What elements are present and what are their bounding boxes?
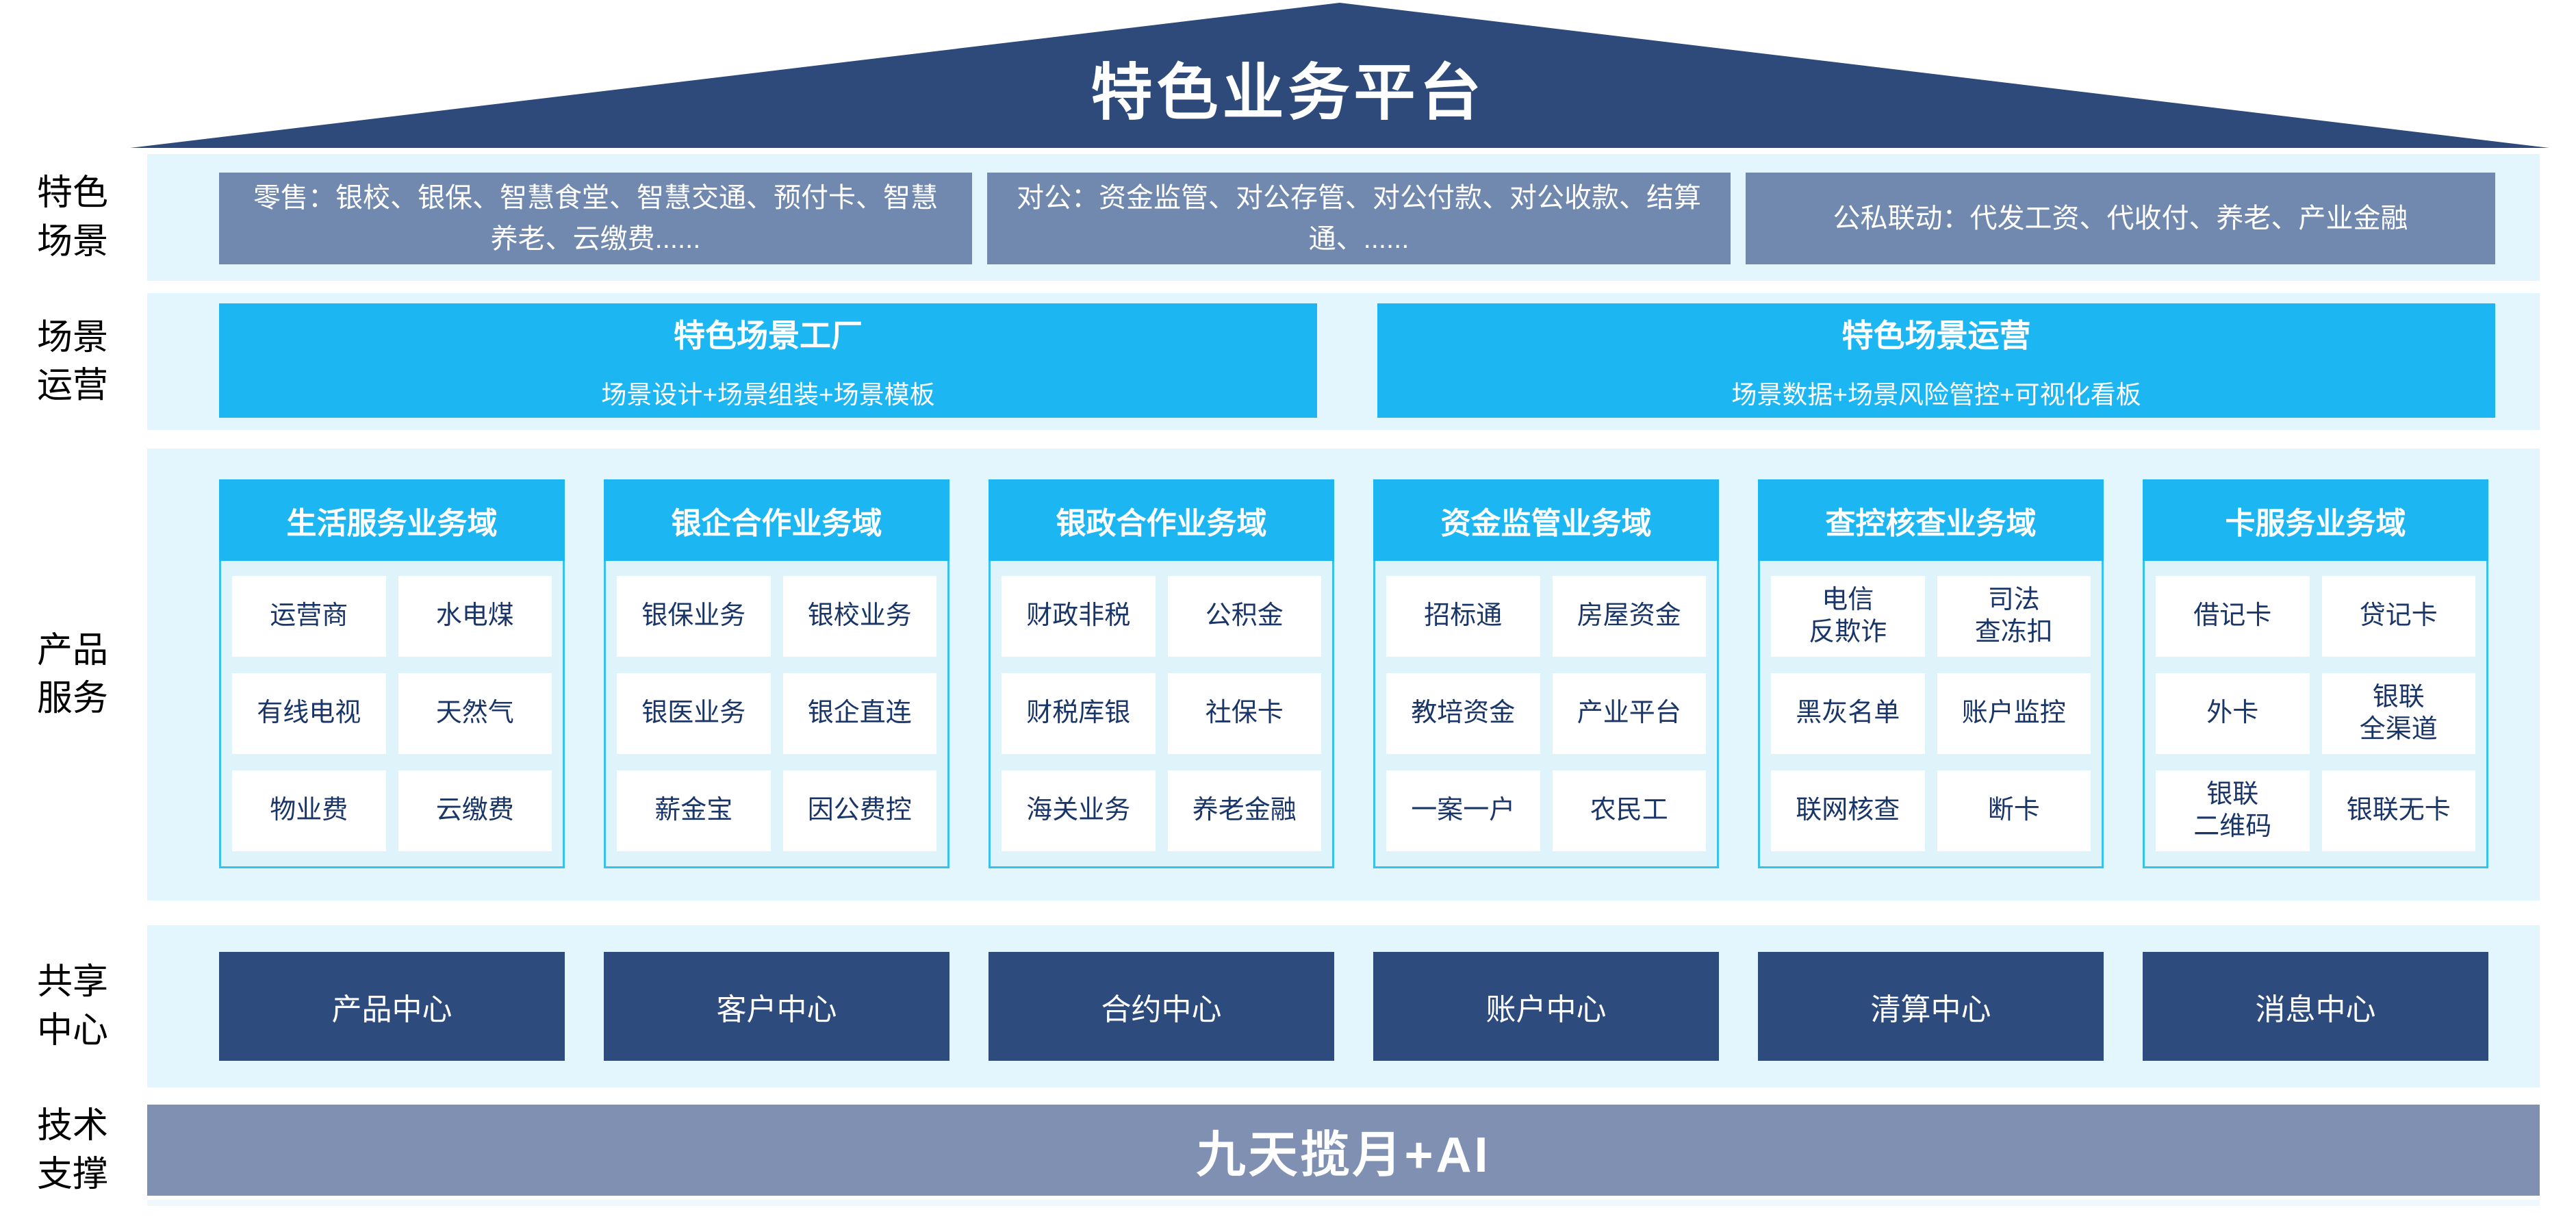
product-cell: 一案一户 bbox=[1386, 770, 1540, 851]
operation-band: 特色场景工厂 场景设计+场景组装+场景模板 特色场景运营 场景数据+场景风险管控… bbox=[147, 293, 2540, 430]
product-cell: 社保卡 bbox=[1167, 673, 1321, 754]
product-cell: 养老金融 bbox=[1167, 770, 1321, 851]
scene-factory-title: 特色场景工厂 bbox=[674, 317, 863, 353]
product-cell: 物业费 bbox=[232, 770, 386, 851]
product-cell: 海关业务 bbox=[1002, 770, 1156, 851]
bottom-strip bbox=[147, 1200, 2540, 1206]
product-cell: 银联无卡 bbox=[2321, 770, 2475, 851]
product-cell: 银企直连 bbox=[782, 673, 936, 754]
side-label-operation: 场景 运营 bbox=[36, 317, 108, 405]
product-column-title: 银政合作业务域 bbox=[989, 479, 1334, 561]
scene-box-corporate: 对公：资金监管、对公存管、对公付款、对公收款、结算通、...... bbox=[987, 173, 1731, 264]
product-cell: 因公费控 bbox=[782, 770, 936, 851]
product-cell: 有线电视 bbox=[232, 673, 386, 754]
scene-band: 零售：银校、银保、智慧食堂、智慧交通、预付卡、智慧养老、云缴费...... 对公… bbox=[147, 154, 2540, 281]
side-label-scene: 特色 场景 bbox=[36, 173, 108, 262]
product-cell: 财税库银 bbox=[1002, 673, 1156, 754]
product-cell: 联网核查 bbox=[1771, 770, 1925, 851]
product-cell: 电信 反欺诈 bbox=[1771, 576, 1925, 657]
product-column-fund-supervision: 资金监管业务域 招标通 房屋资金 教培资金 产业平台 一案一户 农民工 bbox=[1373, 479, 1719, 868]
product-band: 生活服务业务域 运营商 水电煤 有线电视 天然气 物业费 云缴费 银企合作业务域… bbox=[147, 449, 2540, 901]
product-cell: 财政非税 bbox=[1002, 576, 1156, 657]
diagram-title: 特色业务平台 bbox=[1091, 59, 1485, 127]
product-cell: 云缴费 bbox=[398, 770, 552, 851]
side-label-tech: 技术 支撑 bbox=[36, 1106, 108, 1194]
product-column-title: 生活服务业务域 bbox=[219, 479, 565, 561]
product-cell: 银医业务 bbox=[617, 673, 771, 754]
share-center-account: 账户中心 bbox=[1373, 952, 1719, 1061]
product-column-inspection: 查控核查业务域 电信 反欺诈 司法 查冻扣 黑灰名单 账户监控 联网核查 断卡 bbox=[1758, 479, 2104, 868]
product-cell: 银联 二维码 bbox=[2156, 770, 2310, 851]
product-column-card-service: 卡服务业务域 借记卡 贷记卡 外卡 银联 全渠道 银联 二维码 银联无卡 bbox=[2143, 479, 2488, 868]
share-center-product: 产品中心 bbox=[219, 952, 565, 1061]
scene-operation-title: 特色场景运营 bbox=[1841, 317, 2031, 353]
share-center-customer: 客户中心 bbox=[604, 952, 949, 1061]
product-cell: 薪金宝 bbox=[617, 770, 771, 851]
scene-operation-subtitle: 场景数据+场景风险管控+可视化看板 bbox=[1731, 380, 2141, 409]
product-cell: 天然气 bbox=[398, 673, 552, 754]
product-cell: 水电煤 bbox=[398, 576, 552, 657]
product-cell: 外卡 bbox=[2156, 673, 2310, 754]
product-cell: 农民工 bbox=[1552, 770, 1706, 851]
share-center-contract: 合约中心 bbox=[989, 952, 1334, 1061]
product-cell: 产业平台 bbox=[1552, 673, 1706, 754]
scene-box-retail: 零售：银校、银保、智慧食堂、智慧交通、预付卡、智慧养老、云缴费...... bbox=[219, 173, 972, 264]
product-column-title: 银企合作业务域 bbox=[604, 479, 949, 561]
product-cell: 银联 全渠道 bbox=[2321, 673, 2475, 754]
product-cell: 银保业务 bbox=[617, 576, 771, 657]
side-label-share: 共享 中心 bbox=[36, 962, 108, 1051]
product-cell: 账户监控 bbox=[1937, 673, 2091, 754]
product-cell: 黑灰名单 bbox=[1771, 673, 1925, 754]
scene-operation-box: 特色场景运营 场景数据+场景风险管控+可视化看板 bbox=[1377, 303, 2495, 418]
product-column-title: 查控核查业务域 bbox=[1758, 479, 2104, 561]
product-column-title: 资金监管业务域 bbox=[1373, 479, 1719, 561]
product-cell: 运营商 bbox=[232, 576, 386, 657]
product-cell: 教培资金 bbox=[1386, 673, 1540, 754]
scene-box-public-private: 公私联动：代发工资、代收付、养老、产业金融 bbox=[1746, 173, 2495, 264]
product-cell: 断卡 bbox=[1937, 770, 2091, 851]
product-cell: 房屋资金 bbox=[1552, 576, 1706, 657]
product-column-title: 卡服务业务域 bbox=[2143, 479, 2488, 561]
product-cell: 贷记卡 bbox=[2321, 576, 2475, 657]
tech-support-bar: 九天揽月+AI bbox=[147, 1105, 2540, 1196]
scene-factory-subtitle: 场景设计+场景组装+场景模板 bbox=[601, 380, 935, 409]
product-cell: 借记卡 bbox=[2156, 576, 2310, 657]
product-cell: 司法 查冻扣 bbox=[1937, 576, 2091, 657]
product-column-life-service: 生活服务业务域 运营商 水电煤 有线电视 天然气 物业费 云缴费 bbox=[219, 479, 565, 868]
product-cell: 招标通 bbox=[1386, 576, 1540, 657]
product-column-bank-government: 银政合作业务域 财政非税 公积金 财税库银 社保卡 海关业务 养老金融 bbox=[989, 479, 1334, 868]
product-column-bank-enterprise: 银企合作业务域 银保业务 银校业务 银医业务 银企直连 薪金宝 因公费控 bbox=[604, 479, 949, 868]
share-center-clearing: 清算中心 bbox=[1758, 952, 2104, 1061]
product-cell: 公积金 bbox=[1167, 576, 1321, 657]
product-cell: 银校业务 bbox=[782, 576, 936, 657]
share-band: 产品中心 客户中心 合约中心 账户中心 清算中心 消息中心 bbox=[147, 925, 2540, 1088]
share-center-message: 消息中心 bbox=[2143, 952, 2488, 1061]
scene-factory-box: 特色场景工厂 场景设计+场景组装+场景模板 bbox=[219, 303, 1317, 418]
side-label-product: 产品 服务 bbox=[36, 630, 108, 718]
